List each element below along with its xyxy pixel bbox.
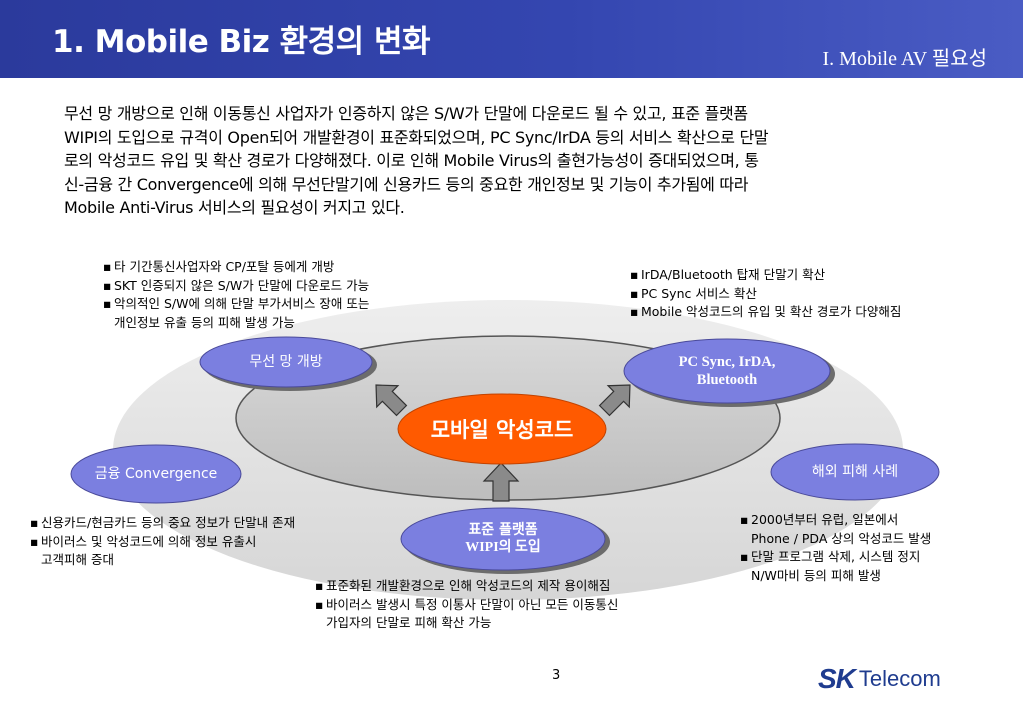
- node-overseas-label: 해외 피해 사례: [811, 463, 899, 480]
- pill-finance-shape: [70, 444, 242, 504]
- arrow-from-pcsync: [598, 384, 631, 417]
- notes-wireless: ▪타 기간통신사업자와 CP/포탈 등에게 개방 ▪SKT 인증되지 않은 S/…: [103, 258, 369, 332]
- sk-telecom-logo: SK Telecom: [818, 663, 941, 694]
- note-item: ▪Mobile 악성코드의 유입 및 확산 경로가 다양해짐: [630, 304, 902, 319]
- section-subtitle: I. Mobile AV 필요성: [822, 48, 987, 70]
- note-item: ▪IrDA/Bluetooth 탑재 단말기 확산: [630, 267, 826, 282]
- pill-overseas-shape: [770, 443, 940, 501]
- note-item: ▪악의적인 S/W에 의해 단말 부가서비스 장애 또는: [103, 296, 370, 311]
- notes-finance: ▪신용카드/현금카드 등의 중요 정보가 단말내 존재 ▪바이러스 및 악성코드…: [30, 514, 295, 570]
- node-pcsync-line2: Bluetooth: [696, 372, 758, 388]
- note-item: 고객피해 증대: [41, 552, 114, 567]
- center-ellipse: [397, 393, 607, 465]
- intro-line: 무선 망 개방으로 인해 이동통신 사업자가 인증하지 않은 S/W가 단말에 …: [64, 104, 748, 123]
- pill-pcsync-shape: [623, 338, 835, 407]
- intro-line: 로의 악성코드 유입 및 확산 경로가 다양해졌다. 이로 인해 Mobile …: [64, 151, 759, 170]
- arrow-from-wipi: [482, 462, 520, 502]
- note-item: ▪SKT 인증되지 않은 S/W가 단말에 다운로드 가능: [103, 277, 370, 293]
- note-item: Phone / PDA 상의 악성코드 발생: [751, 530, 932, 546]
- intro-paragraph: 무선 망 개방으로 인해 이동통신 사업자가 인증하지 않은 S/W가 단말에 …: [64, 102, 944, 220]
- note-item: ▪타 기간통신사업자와 CP/포탈 등에게 개방: [103, 259, 335, 274]
- note-item: ▪바이러스 및 악성코드에 의해 정보 유출시: [30, 533, 257, 549]
- note-item: ▪바이러스 발생시 특정 이통사 단말이 아닌 모든 이동통신: [315, 596, 619, 612]
- intro-line: WIPI의 도입으로 규격이 Open되어 개발환경이 표준화되었으며, PC …: [64, 127, 769, 147]
- notes-wipi: ▪표준화된 개발환경으로 인해 악성코드의 제작 용이해짐 ▪바이러스 발생시 …: [315, 577, 618, 633]
- pill-wireless-shape: [199, 336, 377, 391]
- slide-title: 1. Mobile Biz 환경의 변화: [52, 24, 431, 60]
- logo-sk-text: SK: [818, 663, 856, 694]
- note-item: ▪PC Sync 서비스 확산: [630, 285, 757, 301]
- notes-pcsync: ▪IrDA/Bluetooth 탑재 단말기 확산 ▪PC Sync 서비스 확…: [630, 266, 901, 322]
- note-item: ▪2000년부터 유럽, 일본에서: [740, 512, 899, 527]
- node-wipi-line2: WIPI의 도입: [465, 540, 541, 555]
- center-label: 모바일 악성코드: [430, 418, 574, 442]
- node-finance-label: 금융 Convergence: [94, 465, 218, 482]
- node-wipi-line1: 표준 플랫폼: [468, 522, 538, 538]
- node-wipi-label: 표준 플랫폼 WIPI의 도입: [401, 517, 605, 561]
- note-item: 개인정보 유출 등의 피해 발생 가능: [114, 314, 295, 330]
- arrow-from-wireless: [375, 384, 408, 417]
- note-item: N/W마비 등의 피해 발생: [751, 567, 881, 583]
- note-item: ▪단말 프로그램 삭제, 시스템 정지: [740, 549, 921, 564]
- note-item: 가입자의 단말로 피해 확산 가능: [326, 615, 492, 630]
- intro-line: 신-금융 간 Convergence에 의해 무선단말기에 신용카드 등의 중요…: [64, 174, 749, 194]
- notes-overseas: ▪2000년부터 유럽, 일본에서 Phone / PDA 상의 악성코드 발생…: [740, 511, 931, 585]
- node-wireless-label: 무선 망 개방: [249, 353, 323, 370]
- note-item: ▪표준화된 개발환경으로 인해 악성코드의 제작 용이해짐: [315, 578, 611, 593]
- page-number: 3: [552, 668, 561, 683]
- node-pcsync-label: PC Sync, IrDA, Bluetooth: [624, 349, 830, 393]
- node-pcsync-line1: PC Sync, IrDA,: [678, 354, 776, 370]
- note-item: ▪신용카드/현금카드 등의 중요 정보가 단말내 존재: [30, 515, 296, 530]
- pill-wipi-shape: [400, 507, 610, 574]
- intro-line: Mobile Anti-Virus 서비스의 필요성이 커지고 있다.: [64, 198, 405, 217]
- logo-telecom-text: Telecom: [858, 666, 941, 691]
- header-bar: [0, 0, 1023, 78]
